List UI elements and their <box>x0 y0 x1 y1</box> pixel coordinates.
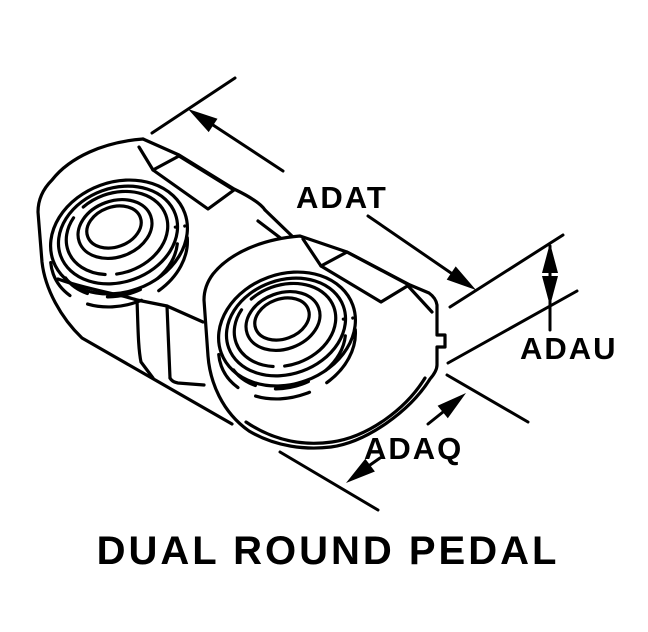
right-pedal-ring-2 <box>224 276 348 378</box>
adau-extension-line <box>446 289 579 365</box>
adaq-arrowhead-lower <box>346 458 375 483</box>
adat-label: ADAT <box>296 180 388 215</box>
base-web-right-edge <box>165 304 172 380</box>
adat-extension-line-lower <box>448 233 565 309</box>
dimension-adau <box>446 243 579 365</box>
left-pedal-ring-3 <box>64 189 170 277</box>
right-pedal-ring-1 <box>216 270 358 388</box>
right-pedal-ring-3 <box>232 281 338 369</box>
right-pedal-rim-arc-2 <box>224 289 348 391</box>
base-drawing <box>135 298 206 387</box>
adau-label: ADAU <box>520 331 618 366</box>
adaq-extension-line-upper <box>445 373 530 424</box>
right-pedal-ring-5 <box>253 296 311 342</box>
adaq-extension-line-lower <box>278 450 380 512</box>
dimension-adat <box>150 76 565 309</box>
right-pedal-ring-4 <box>244 290 322 352</box>
left-pedal-patch <box>151 154 236 211</box>
adat-arrowhead-upper <box>188 109 218 133</box>
adau-arrowhead-up <box>542 243 558 273</box>
left-pedal-rim-arc-2 <box>56 197 180 299</box>
adaq-arrow-upper-shaft <box>426 410 445 426</box>
dimension-adaq <box>278 373 530 512</box>
diagram-title: DUAL ROUND PEDAL <box>97 529 560 573</box>
left-pedal-ring-5 <box>85 204 143 250</box>
left-pedal-patch-connector <box>137 145 155 172</box>
adat-arrow-lower-shaft <box>366 214 453 275</box>
left-pedal-bottom-rim <box>56 277 205 324</box>
right-pedal-bottom-rim <box>244 376 427 445</box>
right-pedal-rim-arc-1 <box>216 283 358 401</box>
left-pedal-drawing <box>36 137 326 426</box>
right-pedal-side-face-line <box>407 285 434 314</box>
adaq-arrow-lower-shaft <box>368 456 382 467</box>
right-pedal-patch-connector <box>301 237 323 268</box>
left-pedal-body-outline <box>36 137 234 426</box>
left-pedal-ring-1 <box>48 178 190 296</box>
base-web-left-edge <box>135 298 155 380</box>
adat-arrowhead-lower <box>446 266 476 290</box>
left-pedal-ring-4 <box>76 198 154 260</box>
right-pedal-drawing <box>202 234 447 450</box>
left-pedal-ring-2 <box>56 184 180 286</box>
adat-arrow-upper-shaft <box>211 123 285 173</box>
base-valley-edge <box>168 376 206 387</box>
adat-extension-line-upper <box>150 76 237 135</box>
adaq-label: ADAQ <box>364 431 463 466</box>
adaq-arrowhead-upper <box>437 393 466 419</box>
right-pedal-patch <box>319 250 411 304</box>
adau-arrowhead-down <box>542 276 558 306</box>
